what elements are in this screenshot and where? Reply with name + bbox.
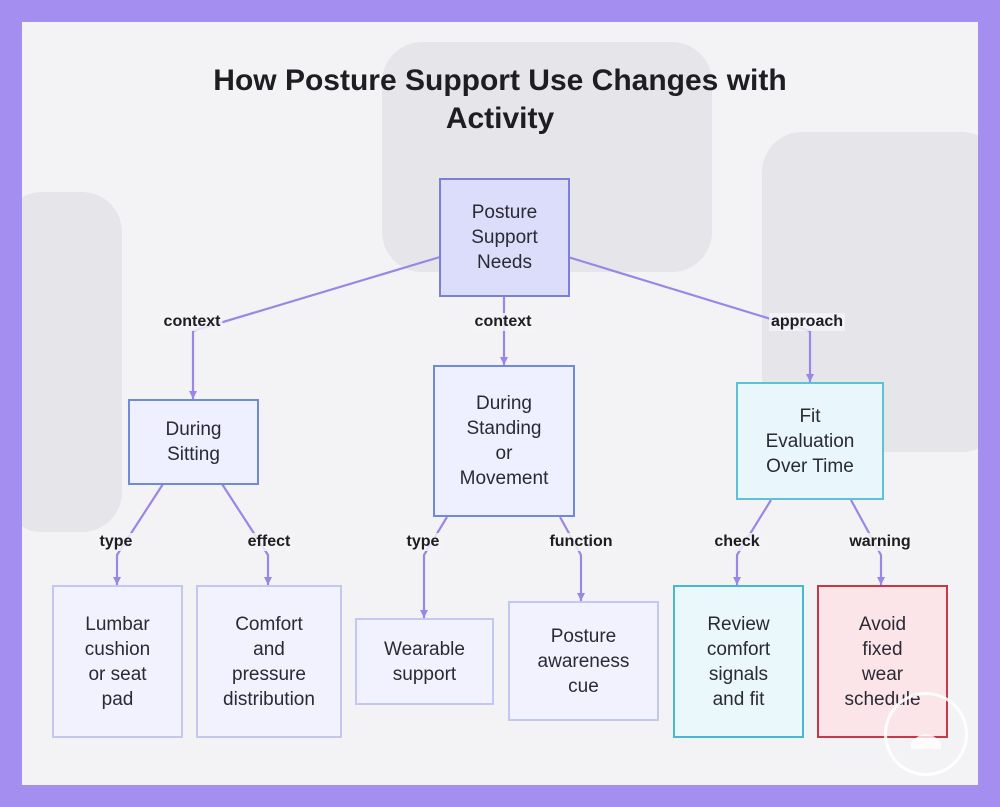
node-text-line: Posture bbox=[471, 202, 538, 223]
diagram-title: How Posture Support Use Changes with Act… bbox=[0, 62, 1000, 138]
node-text-line: Standing bbox=[466, 418, 542, 439]
node-text-line: wear bbox=[861, 663, 904, 685]
node-text-line: Support bbox=[471, 227, 538, 248]
edge-label-type-standing: type bbox=[404, 533, 442, 551]
node-text-line: cushion bbox=[84, 638, 151, 660]
node-text-line: Evaluation bbox=[765, 430, 855, 452]
edge-label-function: function bbox=[547, 533, 615, 551]
node-text-line: Sitting bbox=[167, 444, 220, 465]
edge-sitting-lumbar bbox=[115, 483, 164, 585]
node-text-line: Wearable bbox=[384, 638, 465, 660]
edge-label-context-left: context bbox=[161, 313, 223, 331]
node-text-line: Comfort bbox=[235, 613, 303, 635]
seal-logo-icon bbox=[884, 692, 968, 776]
node-text-line: cue bbox=[568, 675, 599, 697]
edge-label-type-sitting: type bbox=[97, 533, 135, 551]
node-text-line: distribution bbox=[223, 688, 315, 710]
node-text-line: support bbox=[392, 663, 457, 685]
node-text-line: signals bbox=[708, 663, 769, 685]
node-lumbar-cushion: Lumbar cushion or seat pad bbox=[52, 585, 183, 738]
node-text-line: fixed bbox=[862, 638, 903, 660]
edge-root-fit bbox=[567, 255, 812, 382]
node-review-comfort: Review comfort signals and fit bbox=[673, 585, 804, 738]
frame-stripe bbox=[0, 0, 1000, 22]
node-text-line: During bbox=[165, 419, 222, 440]
node-text-line: pressure bbox=[232, 663, 306, 685]
edge-sitting-comfort bbox=[221, 483, 270, 585]
edge-label-check: check bbox=[712, 533, 762, 551]
edge-standing-awareness bbox=[559, 516, 583, 601]
node-posture-awareness: Posture awareness cue bbox=[508, 601, 659, 721]
node-fit-evaluation: Fit Evaluation Over Time bbox=[736, 382, 884, 500]
node-text-line: Over Time bbox=[766, 455, 854, 477]
node-text-line: Fit bbox=[799, 405, 821, 427]
node-text-line: and fit bbox=[712, 688, 765, 710]
node-text-line: Avoid bbox=[858, 613, 907, 635]
edge-fit-review bbox=[735, 499, 772, 585]
background-shape bbox=[22, 192, 122, 532]
node-text-line: and bbox=[253, 638, 285, 660]
node-text-line: Needs bbox=[477, 252, 532, 273]
node-text-line: During bbox=[476, 393, 532, 414]
edge-label-approach: approach bbox=[768, 313, 846, 331]
node-text-line: comfort bbox=[706, 638, 771, 660]
node-text-line: awareness bbox=[537, 650, 630, 672]
node-posture-support-needs: Posture Support Needs bbox=[439, 178, 570, 297]
node-text-line: Review bbox=[707, 613, 770, 635]
node-during-sitting: During Sitting bbox=[128, 399, 259, 485]
title-line-1: How Posture Support Use Changes with bbox=[213, 64, 787, 97]
node-text-line: pad bbox=[101, 688, 134, 710]
edge-root-sitting bbox=[191, 255, 441, 399]
node-text-line: or bbox=[495, 443, 513, 464]
node-text-line: Movement bbox=[459, 468, 549, 489]
edge-label-effect: effect bbox=[245, 533, 293, 551]
node-wearable-support: Wearable support bbox=[355, 618, 494, 705]
node-text-line: Posture bbox=[550, 625, 617, 647]
node-comfort-pressure: Comfort and pressure distribution bbox=[196, 585, 342, 738]
edge-label-context-center: context bbox=[472, 313, 534, 331]
node-during-standing: During Standing or Movement bbox=[433, 365, 575, 517]
edge-standing-wearable bbox=[422, 516, 448, 618]
node-text-line: or seat bbox=[88, 663, 147, 685]
node-text-line: Lumbar bbox=[85, 613, 150, 635]
edge-fit-avoid bbox=[850, 499, 883, 585]
edge-label-warning: warning bbox=[847, 533, 913, 551]
title-line-2: Activity bbox=[445, 102, 555, 135]
